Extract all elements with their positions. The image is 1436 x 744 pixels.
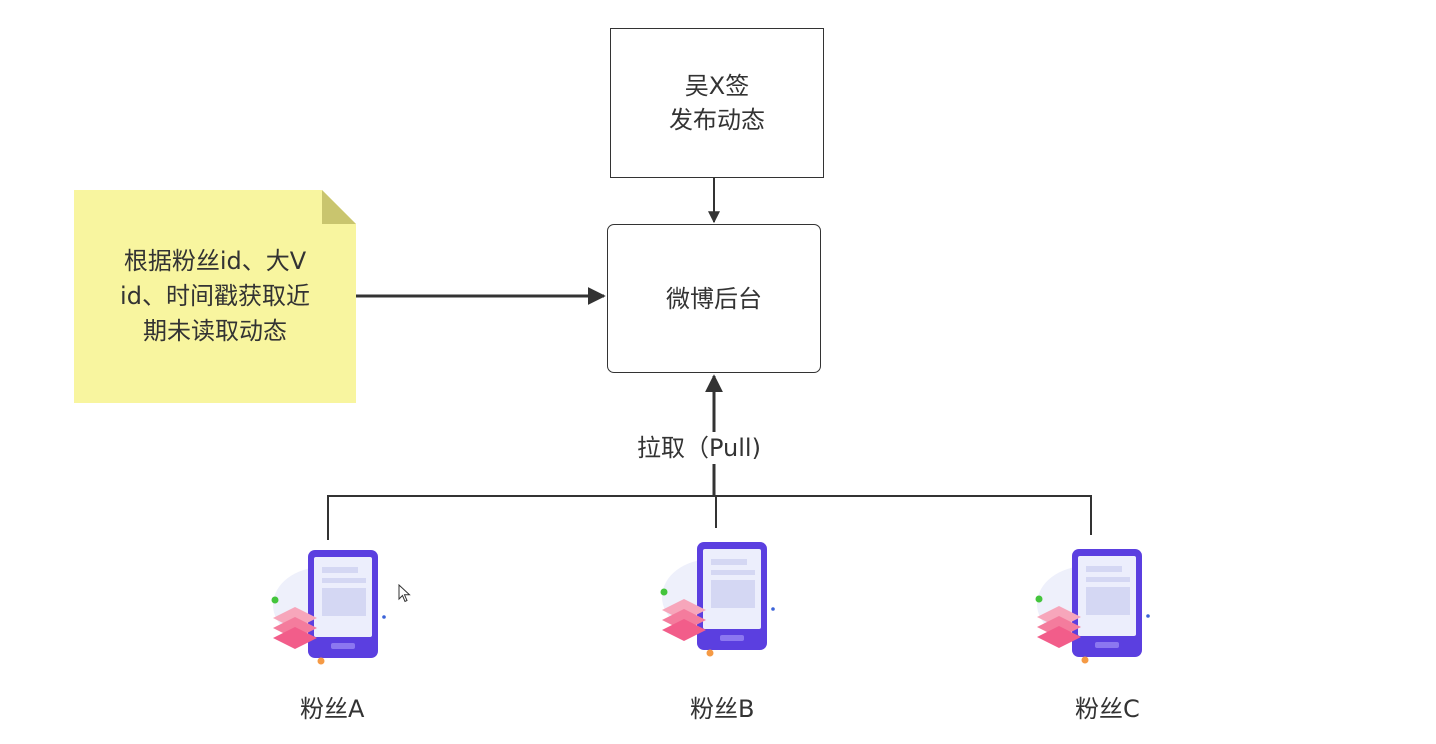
backend-box[interactable]: 微博后台 <box>607 224 821 373</box>
note-line-1: 根据粉丝id、大V <box>123 247 307 275</box>
publisher-action: 发布动态 <box>669 106 765 134</box>
publisher-name: 吴X签 <box>684 72 750 100</box>
smartphone-with-layers-icon[interactable] <box>1032 544 1152 664</box>
backend-label: 微博后台 <box>666 284 762 313</box>
note-line-3: 期未读取动态 <box>143 317 287 345</box>
pull-edge-label: 拉取（Pull) <box>635 432 763 464</box>
fans-bus-line <box>327 495 1092 540</box>
fan-c-label: 粉丝C <box>1075 695 1140 723</box>
publisher-box[interactable]: 吴X签 发布动态 <box>610 28 824 178</box>
mouse-pointer-icon <box>398 584 411 603</box>
sticky-note-shape <box>74 190 356 403</box>
fan-a-label: 粉丝A <box>300 695 365 723</box>
fan-b-label: 粉丝B <box>690 695 755 723</box>
sticky-note-text: 根据粉丝id、大V id、时间戳获取近 期未读取动态 <box>74 190 356 403</box>
smartphone-with-layers-icon[interactable] <box>657 537 777 657</box>
smartphone-with-layers-icon[interactable] <box>268 545 388 665</box>
sticky-note[interactable]: 根据粉丝id、大V id、时间戳获取近 期未读取动态 <box>74 190 356 403</box>
note-line-2: id、时间戳获取近 <box>120 282 310 310</box>
